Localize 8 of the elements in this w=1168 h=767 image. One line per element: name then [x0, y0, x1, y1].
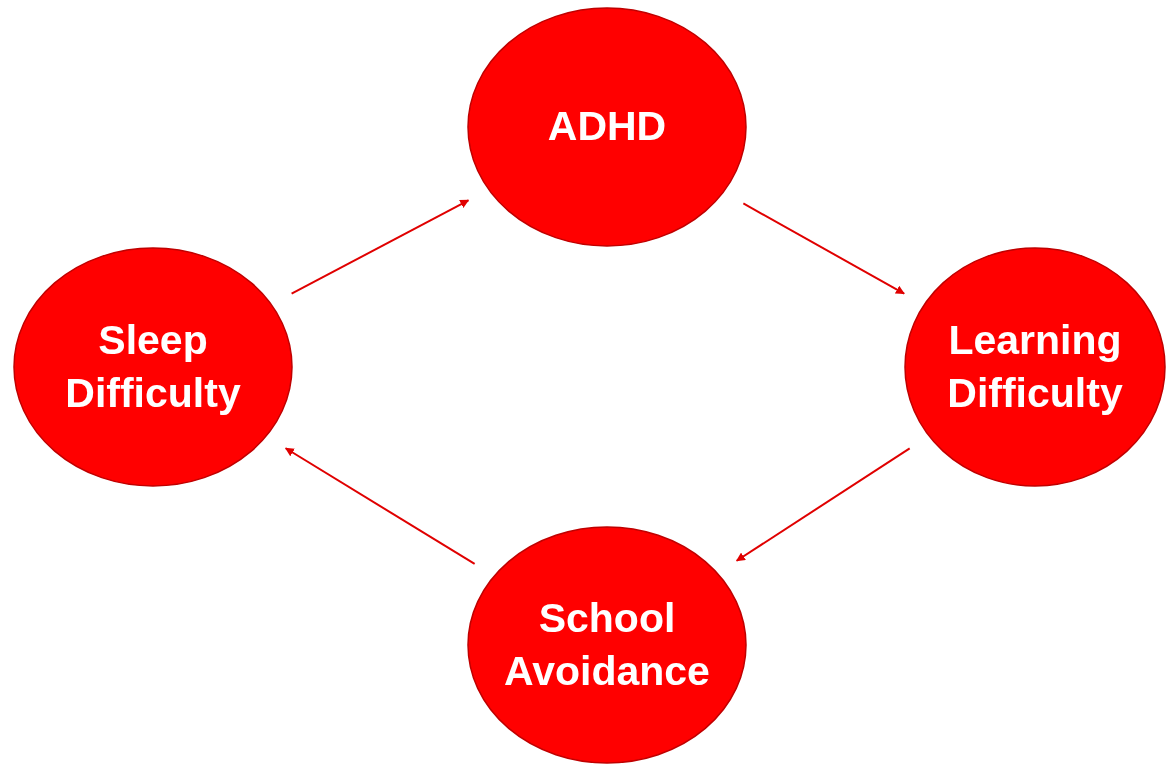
arrow [290, 199, 470, 295]
node-label: Learning Difficulty [946, 315, 1124, 418]
arrow [735, 447, 911, 562]
node-label: ADHD [546, 102, 668, 152]
node-label: School Avoidance [503, 593, 711, 696]
node-label: Sleep Difficulty [64, 315, 242, 418]
arrow [284, 447, 476, 565]
arrow [742, 202, 906, 295]
